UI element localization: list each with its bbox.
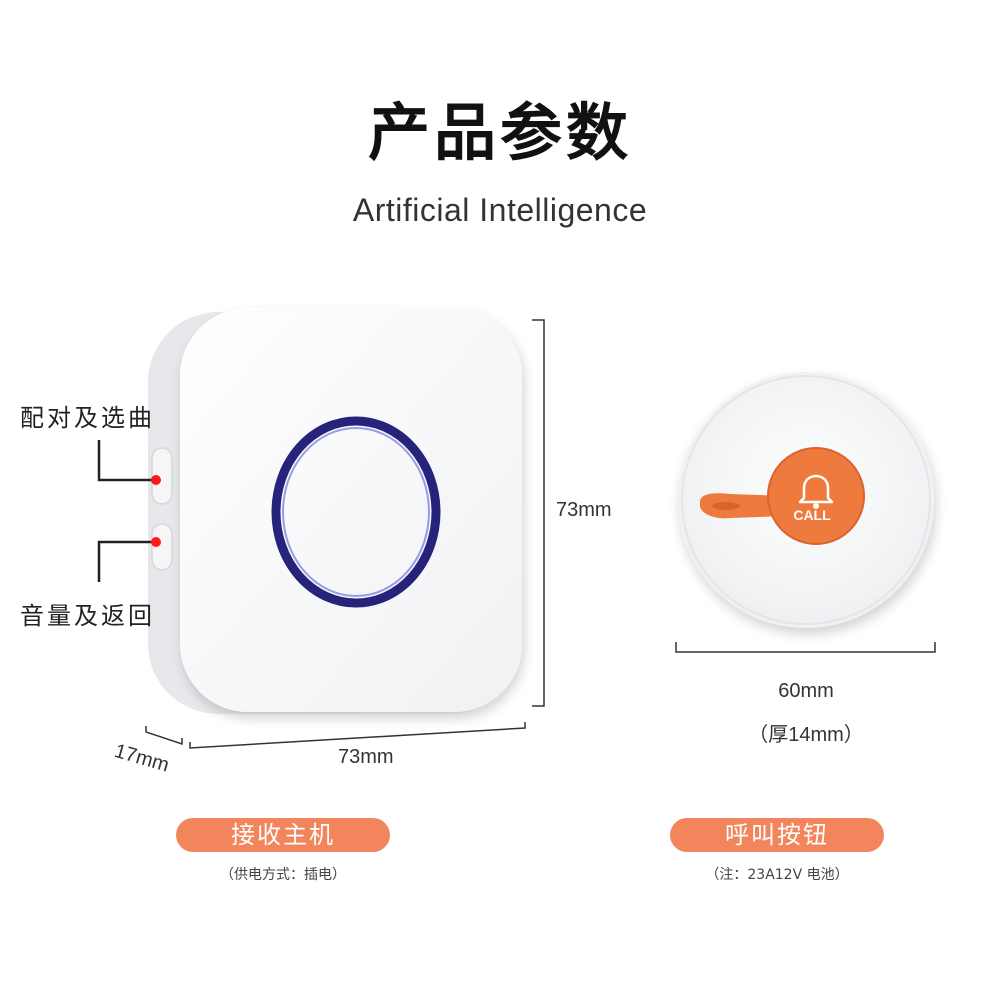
tab-hole [712, 502, 740, 510]
call-button-unit: CALL [678, 372, 934, 628]
call-button-name-badge: 呼叫按钮 [670, 818, 884, 852]
width-dimension-line [189, 722, 526, 749]
height-dimension-line [532, 319, 545, 707]
receiver-power-note: （供电方式：插电） [220, 867, 346, 883]
callout-volume-label: 音量及返回 [20, 602, 155, 630]
receiver-front-face [180, 308, 522, 712]
led-ring-icon [271, 416, 441, 608]
receiver-width-label: 73mm [338, 746, 394, 768]
depth-dimension-line [145, 726, 183, 746]
callout-line-volume [97, 540, 156, 582]
diameter-dimension-line [675, 642, 936, 653]
call-button-tab [700, 493, 788, 519]
call-button-thickness-label: （厚14mm） [748, 724, 864, 746]
bell-icon [798, 474, 834, 509]
call-button-press-area[interactable] [768, 448, 864, 544]
receiver-height-label: 73mm [556, 499, 612, 521]
callout-line-pair [97, 440, 156, 482]
page-subtitle: Artificial Intelligence [352, 192, 648, 228]
receiver-name-badge: 接收主机 [176, 818, 390, 852]
call-button-diameter-label: 60mm [778, 680, 834, 702]
volume-indicator-dot [151, 537, 161, 547]
call-button-press-rim [767, 447, 865, 545]
pair-button[interactable] [151, 447, 173, 505]
call-button-rim [681, 375, 931, 625]
led-ring-glow [282, 427, 430, 597]
receiver-unit [148, 308, 522, 714]
pair-indicator-dot [151, 475, 161, 485]
volume-button[interactable] [151, 523, 173, 571]
callout-pair-label: 配对及选曲 [20, 404, 155, 432]
page-title: 产品参数 [367, 96, 632, 169]
call-button-battery-note: （注：23A12V 电池） [705, 867, 849, 883]
call-button-text: CALL [793, 507, 831, 523]
